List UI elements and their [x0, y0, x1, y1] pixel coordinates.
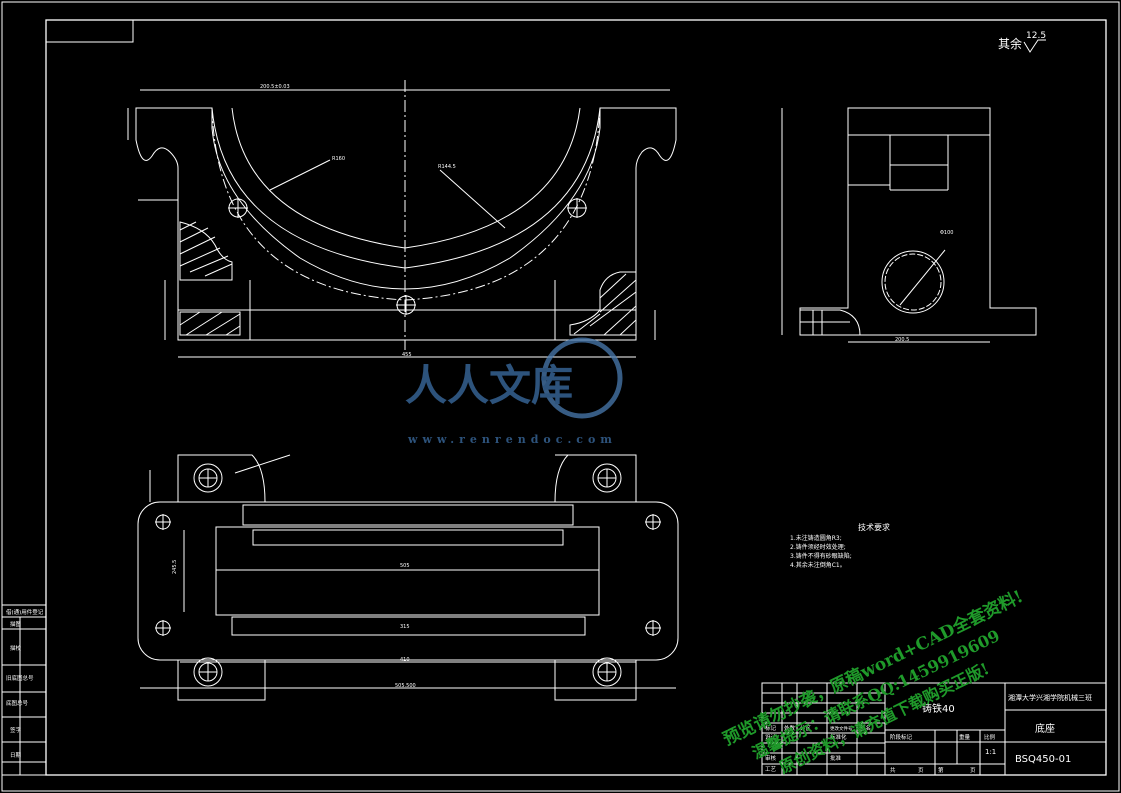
tb-role-process: 工艺	[765, 766, 777, 773]
plan-dim-inner: 410	[400, 657, 410, 663]
plan-dim-height: 245.5	[172, 560, 178, 574]
front-view	[127, 80, 677, 358]
dim-overall-width: 455	[402, 352, 412, 358]
tb-material: 铸铁40	[922, 702, 955, 715]
hatch-right	[569, 271, 637, 336]
tech-title: 技术要求	[858, 522, 890, 532]
tb-standardize: 标准化	[830, 733, 847, 741]
roughness-note: 其余 12.5	[998, 31, 1046, 53]
side-table-row-5: 底图总号	[6, 699, 29, 707]
watermark-logo: 人人文库 www.renrendoc.com	[405, 337, 623, 446]
tb-school: 湘潭大学兴湘学院机械三班	[1008, 693, 1092, 702]
side-table-row-1: 借(通)用件登记	[6, 608, 44, 616]
side-table-row-3: 描校	[10, 644, 22, 652]
side-table-row-4: 旧底图总号	[6, 674, 34, 682]
tb-scale: 1:1	[985, 748, 996, 756]
roughness-symbol-icon	[1023, 39, 1046, 53]
tb-part-name: 底座	[1035, 722, 1055, 735]
tb-page-1: 页	[918, 767, 924, 774]
watermark-brand: 人人文库	[405, 361, 573, 410]
watermark-url: www.renrendoc.com	[407, 433, 617, 446]
side-table-row-2: 描图	[10, 620, 22, 628]
roughness-label: 其余	[998, 36, 1022, 51]
dim-radius: R160	[332, 156, 345, 162]
dim-top-width: 200.5±0.03	[260, 84, 290, 90]
tb-header-sign: 签名	[860, 724, 871, 732]
side-dim-width: 200.5	[895, 337, 909, 343]
tb-header-change: 更改文件号	[830, 725, 853, 732]
tech-item-1: 1.未注铸造圆角R3;	[790, 534, 842, 542]
side-view	[781, 107, 1037, 343]
side-table	[1, 604, 47, 776]
title-block	[761, 682, 1107, 776]
side-table-row-7: 日期	[10, 752, 22, 759]
plan-dim-bottom: 505.500	[395, 683, 416, 689]
hatch-left	[179, 221, 241, 336]
tb-role-review: 审核	[765, 754, 777, 762]
roughness-value: 12.5	[1026, 31, 1046, 41]
tb-stage: 阶段标记	[890, 733, 913, 741]
tb-total: 共	[890, 766, 896, 774]
tb-scale-label: 比例	[984, 733, 996, 741]
tb-header-zone: 分区	[800, 724, 812, 732]
tb-drawing-no: BSQ450-01	[1015, 754, 1071, 765]
tb-role-design: 设计	[765, 733, 777, 741]
tech-item-2: 2.铸件须经时效处理;	[790, 543, 846, 551]
tb-header-count: 处数	[784, 724, 796, 732]
top-left-code-box	[45, 19, 134, 43]
plan-view	[137, 454, 679, 701]
tb-weight: 重量	[959, 733, 971, 741]
tech-requirements: 技术要求 1.未注铸造圆角R3; 2.铸件须经时效处理; 3.铸件不得有砂眼缺陷…	[790, 522, 890, 569]
tb-sheet: 第	[938, 766, 944, 774]
drawing-frame	[45, 19, 1107, 776]
tb-approve: 批准	[830, 754, 842, 762]
dim-radius-inner: R144.5	[438, 164, 456, 170]
tb-header-mark: 标记	[765, 724, 777, 732]
tb-page-2: 页	[970, 767, 976, 774]
plan-dim-len: 315	[400, 624, 410, 630]
tech-item-3: 3.铸件不得有砂眼缺陷;	[790, 552, 852, 560]
side-dim-bore: Φ100	[940, 230, 953, 236]
tech-item-4: 4.其余未注倒角C1。	[790, 561, 846, 569]
side-table-row-6: 签字	[10, 726, 22, 734]
plan-dim-width: 505	[400, 563, 410, 569]
